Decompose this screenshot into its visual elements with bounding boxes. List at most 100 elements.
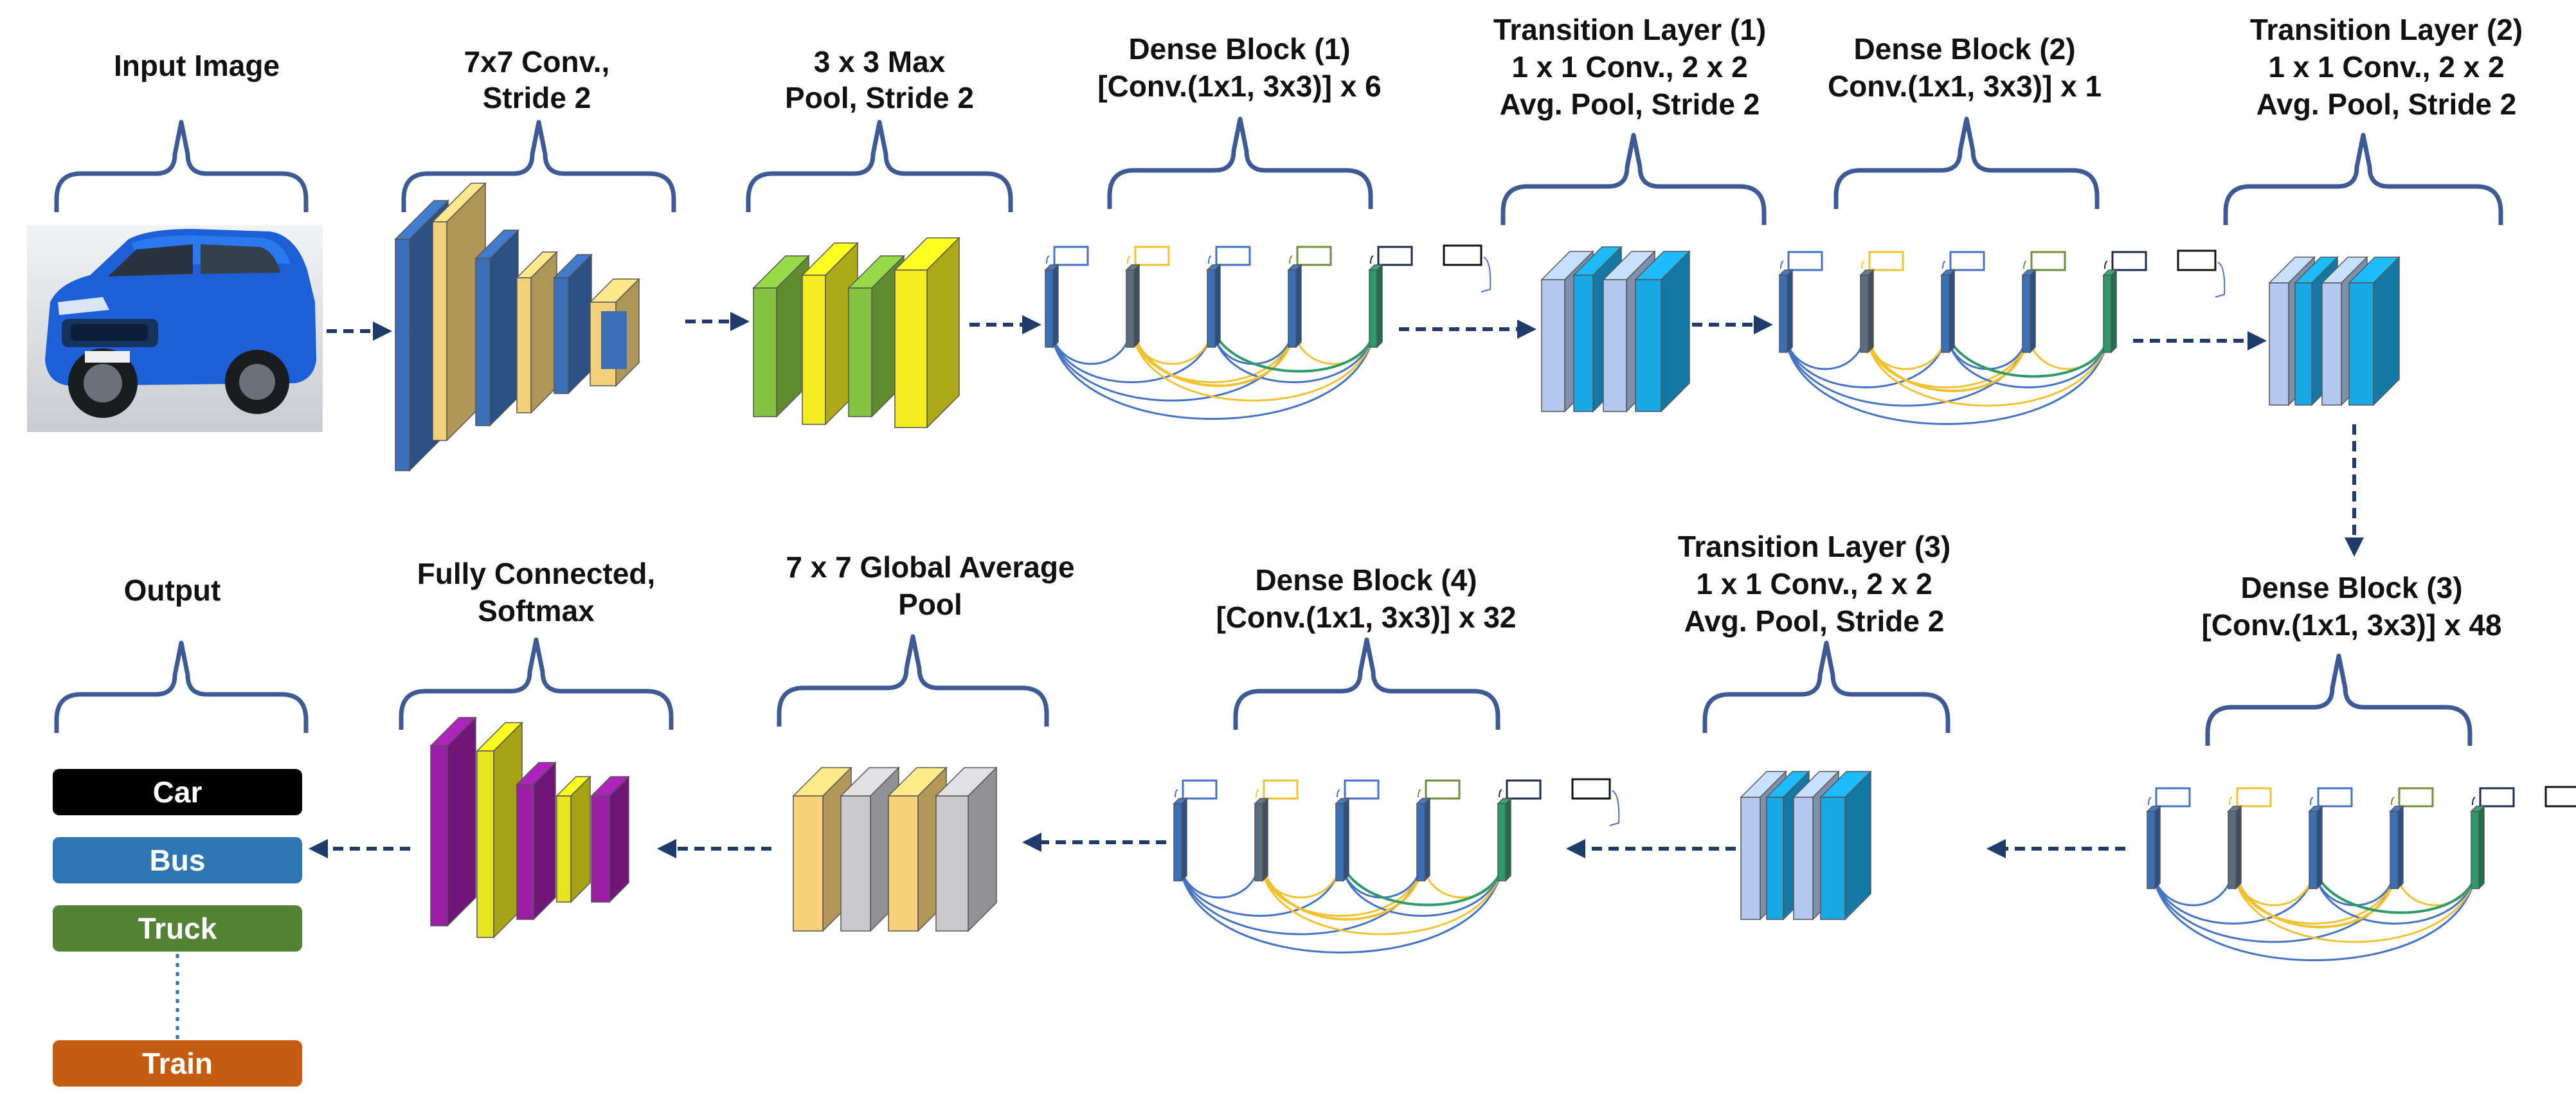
dense-block-3-layer-4 bbox=[2389, 805, 2404, 890]
dense-block-2 bbox=[1778, 249, 2226, 425]
trans3-layer-blocks bbox=[1740, 770, 1872, 921]
dense-block-3-layer-1 bbox=[2146, 805, 2161, 890]
fc-label-line2: Softmax bbox=[478, 594, 595, 628]
dense-block-4-unit-box-1 bbox=[1182, 779, 1218, 800]
brace-trans2 bbox=[2223, 132, 2503, 225]
class-box-truck bbox=[53, 905, 302, 952]
trans1-layer-blocks-slab-4 bbox=[1634, 250, 1691, 413]
dense-block-3-unit-box-1 bbox=[2155, 787, 2191, 808]
output-classes: Car Bus Truck Train bbox=[53, 769, 302, 1087]
dense-block-3-skip-1-5 bbox=[2151, 862, 2478, 961]
dense-block-4-skip-1-4 bbox=[1178, 854, 1423, 935]
dense-block-1-unit-box-5 bbox=[1377, 246, 1413, 266]
dense-block-2-unit-box-2 bbox=[1868, 251, 1904, 271]
class-label-bus: Bus bbox=[150, 844, 206, 877]
dense-block-2-unit-box-4 bbox=[2030, 251, 2066, 271]
input-label: Input Image bbox=[114, 49, 280, 82]
dense-block-2-skip-1-3 bbox=[1783, 326, 1948, 388]
stage-labels: Input Image 7x7 Conv., Stride 2 3 x 3 Ma… bbox=[114, 13, 2523, 642]
dense-block-1-layer-1 bbox=[1044, 264, 1059, 348]
brace-input bbox=[54, 120, 309, 212]
trans1-label-line1: Transition Layer (1) bbox=[1493, 13, 1766, 46]
dense-block-2-layer-3 bbox=[1940, 269, 1956, 354]
dense-block-2-skip-2-5 bbox=[1864, 326, 2110, 407]
dense-block-3-layer-2 bbox=[2227, 805, 2242, 890]
dense-block-3-skip-2-4 bbox=[2232, 862, 2397, 925]
conv-label-line1: 7x7 Conv., bbox=[464, 45, 610, 78]
dense-block-1-unit-box-2 bbox=[1134, 246, 1170, 266]
dense-block-1-skip-2-4 bbox=[1130, 321, 1295, 383]
dense-block-1-skip-1-4 bbox=[1049, 321, 1295, 402]
dense-block-2-skip-2-4 bbox=[1864, 326, 2029, 388]
class-box-bus bbox=[53, 837, 302, 883]
gap-label-line2: Pool bbox=[898, 588, 962, 621]
dense-block-4-layer-5 bbox=[1497, 797, 1512, 882]
dense-block-2-unit-box-5 bbox=[2111, 251, 2147, 271]
dense3-label-line2: [Conv.(1x1, 3x3)] x 48 bbox=[2201, 608, 2501, 642]
dense-blocks bbox=[1044, 244, 2576, 961]
dense-block-2-skip-1-5 bbox=[1783, 326, 2110, 425]
dense-block-1-unit-box-3 bbox=[1215, 246, 1251, 266]
trans3-label-line1: Transition Layer (3) bbox=[1678, 530, 1950, 563]
gap-layer-blocks bbox=[792, 766, 998, 932]
brace-dense2 bbox=[1833, 116, 2100, 209]
conv-layer-blocks-slab-4 bbox=[516, 251, 558, 414]
dense-block-4-skip-2-5 bbox=[1259, 854, 1504, 935]
brace-trans3 bbox=[1702, 640, 1950, 733]
dense-block-4-skip-1-3 bbox=[1178, 854, 1342, 917]
dense-block-2-layer-1 bbox=[1778, 269, 1794, 354]
fc-layer-blocks-slab-1 bbox=[429, 716, 477, 927]
dense-block-3 bbox=[2146, 786, 2576, 961]
trans1-label-line3: Avg. Pool, Stride 2 bbox=[1500, 87, 1760, 121]
dense-block-3-layer-5 bbox=[2470, 805, 2485, 890]
dense2-label-line1: Dense Block (2) bbox=[1853, 32, 2075, 66]
fc-layer-blocks-slab-5 bbox=[590, 775, 630, 903]
class-label-truck: Truck bbox=[138, 912, 217, 945]
dense-block-2-layer-2 bbox=[1859, 269, 1875, 354]
dense-block-4 bbox=[1173, 778, 1620, 953]
dense-block-1-layer-2 bbox=[1125, 264, 1140, 348]
gap-layer-blocks-slab-4 bbox=[935, 766, 998, 932]
brace-maxpool bbox=[746, 120, 1013, 212]
dense-block-3-skip-3-5 bbox=[2313, 862, 2478, 925]
car-illustration bbox=[45, 229, 316, 418]
trans1-layer-blocks bbox=[1540, 246, 1691, 413]
trans2-label-line1: Transition Layer (2) bbox=[2250, 13, 2523, 46]
dense-block-1 bbox=[1044, 244, 1491, 420]
trans2-label-line2: 1 x 1 Conv., 2 x 2 bbox=[2268, 50, 2504, 84]
class-label-car: Car bbox=[153, 775, 203, 809]
dense-block-4-unit-box-2 bbox=[1263, 779, 1299, 800]
brace-trans1 bbox=[1500, 132, 1767, 225]
fc-label-line1: Fully Connected, bbox=[417, 557, 656, 590]
dense-block-4-unit-box-3 bbox=[1344, 779, 1380, 800]
dense2-label-line2: Conv.(1x1, 3x3)] x 1 bbox=[1828, 69, 2102, 103]
dense-block-1-layer-4 bbox=[1287, 264, 1302, 348]
brace-gap bbox=[777, 634, 1049, 727]
fc-layer-blocks-slab-4 bbox=[555, 775, 591, 903]
dense-block-1-layer-3 bbox=[1206, 264, 1221, 348]
dense-block-4-layer-1 bbox=[1173, 797, 1188, 882]
maxpool-layer-blocks-slab-1 bbox=[752, 255, 810, 418]
dense-block-1-skip-2-5 bbox=[1130, 321, 1376, 402]
fc-layer-blocks bbox=[429, 716, 630, 939]
dense-block-2-skip-1-4 bbox=[1783, 326, 2029, 407]
trans2-label-line3: Avg. Pool, Stride 2 bbox=[2256, 87, 2517, 121]
conv-inner-face bbox=[601, 311, 627, 369]
conv-layer-blocks-slab-3 bbox=[474, 229, 519, 427]
stage-braces bbox=[54, 116, 2503, 746]
dense-block-4-unit-box-4 bbox=[1425, 779, 1461, 800]
dense-block-1-unit-box-4 bbox=[1296, 246, 1332, 266]
trans3-layer-blocks-slab-4 bbox=[1819, 770, 1872, 921]
maxpool-label-line2: Pool, Stride 2 bbox=[785, 81, 974, 114]
brace-dense4 bbox=[1233, 637, 1500, 730]
dense-block-1-skip-3-5 bbox=[1211, 321, 1376, 383]
dense-block-3-skip-2-5 bbox=[2232, 862, 2478, 943]
dense4-label-line1: Dense Block (4) bbox=[1255, 563, 1477, 597]
dense-block-4-skip-2-4 bbox=[1259, 854, 1423, 917]
dense-block-2-unit-box-1 bbox=[1787, 251, 1823, 271]
trans2-layer-blocks bbox=[2268, 256, 2400, 406]
dense-block-1-unit-box-1 bbox=[1053, 246, 1089, 266]
conv-layer-blocks-slab-5 bbox=[553, 253, 593, 395]
flow-arrows bbox=[309, 312, 2364, 858]
conv-layer-blocks bbox=[394, 182, 640, 472]
